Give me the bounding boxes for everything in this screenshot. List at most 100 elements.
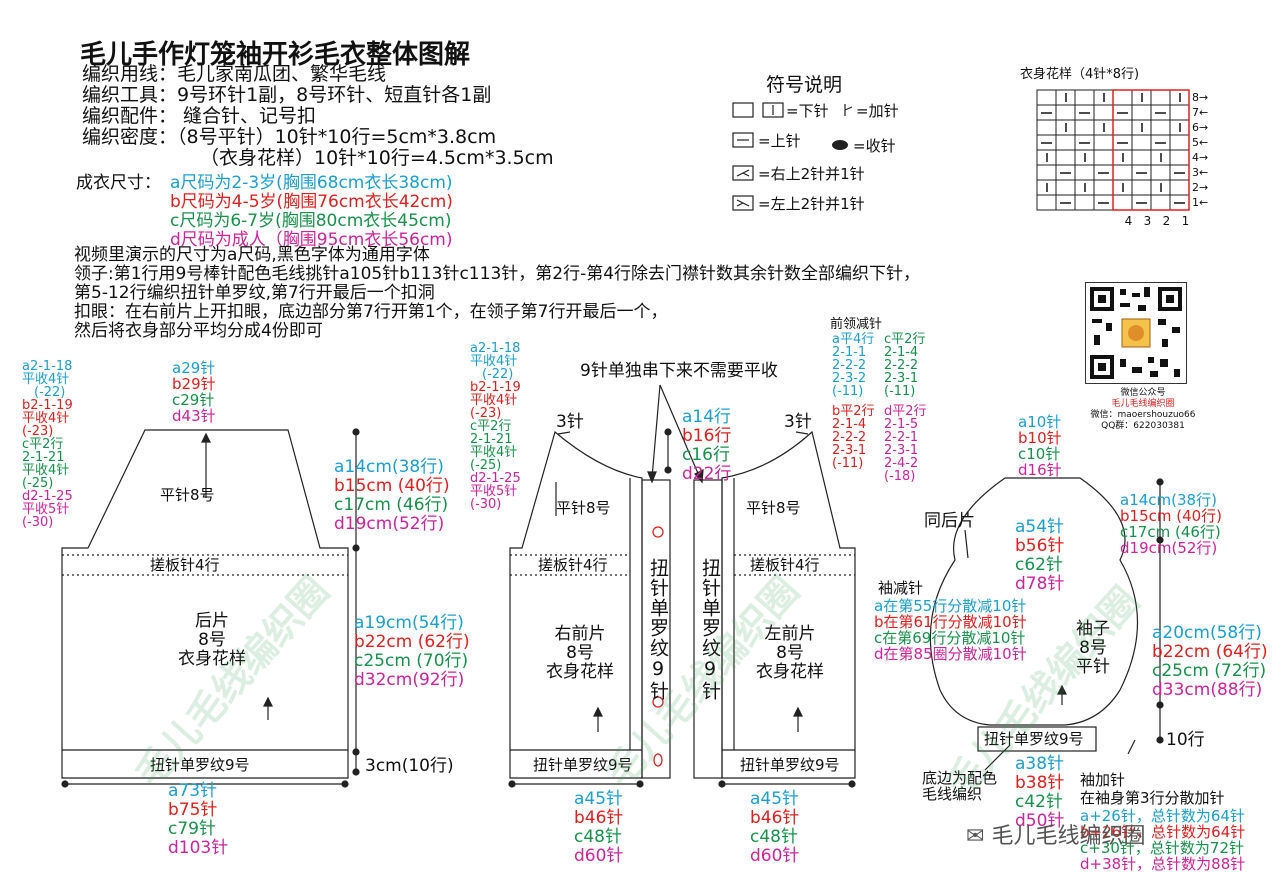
size-a: a尺码为2-3岁(胸围68cm衣长38cm) [170, 173, 453, 193]
back-body-3: 衣身花样 [178, 649, 246, 669]
front-armhole-c-2: 2-1-21 [470, 432, 513, 447]
sleeve-inc-desc: 在袖身第3行分散加针 [1080, 789, 1225, 807]
header-info: 编织用线：毛儿家南瓜团、繁华毛线 编织工具：9号环针1副，8号环针、短直针各1副… [82, 64, 554, 169]
back-yoke-len-b: b15cm (40行) [334, 476, 450, 496]
neck-d-4: 2-4-2 [884, 456, 919, 471]
sleeve-dec-title: 袖减针 [878, 579, 924, 597]
pattern-row: 7← [1192, 106, 1209, 119]
neck-c: c平2行 2-1-4 2-2-2 2-3-1 (-11) [884, 333, 925, 398]
neck-b-3: 2-3-1 [832, 443, 867, 458]
back-body-label: 后片 8号 衣身花样 [172, 612, 252, 669]
back-bottom-stitches: a73针 b75针 c79针 d103针 [168, 782, 228, 858]
pattern-row: 3← [1192, 166, 1209, 179]
legend-bindoff: =收针 [853, 137, 896, 155]
sleeve-dec-a: a在第55行分散减10针 [874, 597, 1027, 615]
left-bottom-c: c48针 [750, 827, 798, 847]
back-yoke-len-d: d19cm(52行) [334, 514, 445, 534]
sizes-label: 成衣尺寸： [76, 173, 161, 193]
left-front-body-3: 衣身花样 [756, 662, 824, 682]
left-front-yoke: 平针8号 [746, 499, 801, 517]
neck-d-3: 2-3-1 [884, 443, 919, 458]
sleeve-bottom-d: d50针 [1015, 811, 1065, 831]
back-body-2: 8号 [198, 630, 226, 650]
qr-caption-2: 毛儿毛线编织圈 [1111, 399, 1175, 409]
right-front-rib: 扭针单罗纹9号 [533, 756, 633, 774]
left-front-rowband: 搓板针4行 [750, 556, 820, 574]
neck-c-4: (-11) [884, 384, 916, 399]
sleeve-len-a: a20cm(58行) [1152, 623, 1262, 643]
sleeve-cap-length: a14cm(38行) b15cm (40行) c17cm (46行) d19cm… [1120, 492, 1222, 556]
neck-d-0: d平2行 [884, 404, 927, 419]
size-c: c尺码为6-7岁(胸围80cm衣长45cm) [170, 211, 452, 231]
back-rib-length: 3cm(10行) [365, 756, 454, 776]
sleeve-rib-rows: 10行 [1166, 730, 1205, 750]
pattern-row-labels: 8→ 7← 6→ 5← 4→ 3← 2→ 1← [1192, 90, 1208, 210]
neck-a-2: 2-2-2 [832, 358, 867, 373]
neck-c-0: c平2行 [884, 332, 926, 347]
neck-c-3: 2-3-1 [884, 371, 919, 386]
back-top-c: c29针 [172, 391, 215, 409]
density-info-2: （衣身花样）10针*10行=4.5cm*3.5cm [200, 147, 554, 169]
sleeve-body-1: 袖子 [1076, 619, 1110, 639]
notes: 视频里演示的尺寸为a尺码,黑色字体为通用字体 领子:第1行用9号棒针配色毛线挑针… [74, 246, 920, 341]
front-armhole-c-1: c平2行 [470, 419, 512, 434]
legend-inc: =加针 [856, 102, 899, 120]
neck-d-2: 2-2-1 [884, 430, 919, 445]
left-bottom-b: b46针 [750, 808, 800, 828]
placket-rows-a: a14行 [682, 407, 732, 427]
sleeve-cap-b: b56针 [1015, 536, 1065, 556]
yarn-info: 编织用线：毛儿家南瓜团、繁华毛线 [82, 63, 387, 85]
sleeve-rib-label: 扭针单罗纹9号 [984, 730, 1084, 748]
accessories-info: 编织配件： 缝合针、记号扣 [82, 105, 317, 127]
neck-title: 前领减针 [830, 317, 883, 332]
neck-a: a平4行 2-1-1 2-2-2 2-3-2 (-11) [832, 333, 874, 398]
sleeve-inc-b: b+26针，总针数为64针 [1080, 823, 1246, 841]
sleeve-cap-c: c62针 [1015, 555, 1063, 575]
sleeve-len-c: c25cm (72行) [1152, 661, 1267, 681]
pattern-row: 2→ [1192, 181, 1209, 194]
sleeve-bottom-b: b38针 [1015, 773, 1065, 793]
neck-b-0: b平2行 [832, 404, 875, 419]
back-yoke-len-c: c17cm (46行) [334, 495, 449, 515]
front-armhole-a-2: 平收4针 [470, 354, 518, 369]
qr-caption-1: 微信公众号 [1120, 388, 1166, 398]
sleeve-dec-b: b在第61行分散减10针 [874, 613, 1027, 631]
back-armhole-a-1: a2-1-18 [22, 359, 73, 374]
right-front-yoke: 平针8号 [556, 499, 611, 517]
back-body-len-a: a19cm(54行) [354, 613, 464, 633]
sleeve-cap-a: a54针 [1015, 517, 1065, 537]
front-armhole-c-3: 平收4针 [470, 445, 518, 460]
back-armhole-b-3: (-23) [22, 424, 54, 439]
right-placket-label: 扭针单罗纹9针 [647, 558, 669, 701]
sleeve-top-d: d16针 [1018, 461, 1062, 479]
pattern-row: 8→ [1192, 91, 1209, 104]
sizes-list: a尺码为2-3岁(胸围68cm衣长38cm) b尺码为4-5岁(胸围76cm衣长… [170, 174, 453, 250]
back-armhole-d-2: 平收5针 [22, 502, 70, 517]
neck-c-2: 2-2-2 [884, 358, 919, 373]
qr-pattern [1090, 287, 1182, 379]
left-front-3sts: 3针 [784, 412, 812, 432]
note-line-1: 视频里演示的尺寸为a尺码,黑色字体为通用字体 [74, 245, 430, 265]
placket-rows-c: c16行 [682, 445, 730, 465]
legend-title: 符号说明 [766, 74, 843, 96]
back-armhole-b-2: 平收4针 [22, 411, 70, 426]
front-armhole-b-1: b2-1-19 [470, 380, 521, 395]
neck-a-4: (-11) [832, 384, 864, 399]
size-d: d尺码为成人（胸围95cm衣长56cm) [170, 230, 453, 250]
back-bottom-a: a73针 [168, 781, 218, 801]
left-front-body-1: 左前片 [764, 624, 816, 644]
back-bottom-d: d103针 [168, 838, 229, 858]
wechat-watermark: ✉ 毛儿毛线编织圈 [966, 818, 1145, 850]
density-info-1: 编织密度：（8号平针）10针*10行=5cm*3.8cm [82, 126, 497, 148]
back-top-a: a29针 [172, 359, 216, 377]
front-nine-note: 9针单独串下来不需要平收 [580, 361, 778, 381]
sleeve-inc-list: a+26针，总针数为64针 b+26针，总针数为64针 c+30针，总针数为72… [1080, 808, 1245, 872]
right-front-rowband: 搓板针4行 [538, 556, 608, 574]
size-b: b尺码为4-5岁(胸围76cm衣长42cm) [170, 192, 453, 212]
sleeve-body-2: 8号 [1079, 638, 1107, 658]
back-body-length: a19cm(54行) b22cm (62行) c25cm (70行) d32cm… [354, 614, 470, 690]
back-bottom-b: b75针 [168, 800, 218, 820]
